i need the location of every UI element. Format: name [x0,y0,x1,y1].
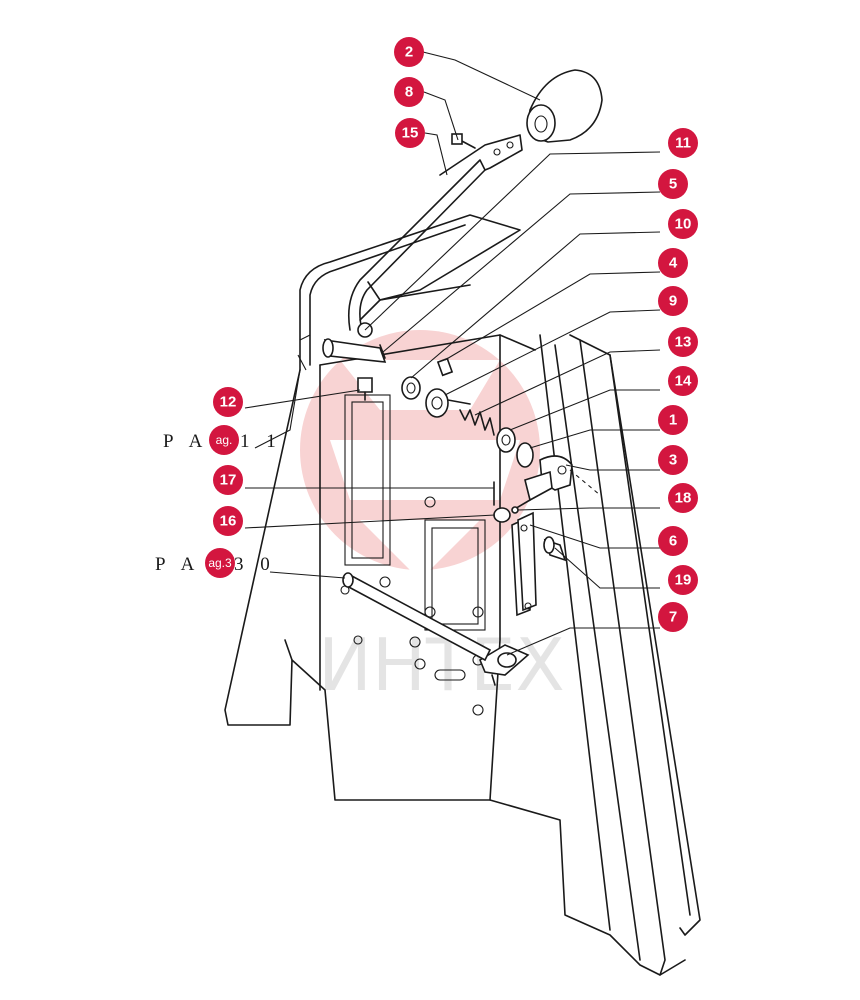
callout-circle [658,169,688,199]
callout-label: 14 [675,373,692,390]
callout-14: 14 [668,366,698,396]
callout-7: 7 [658,602,688,632]
callout-label: 18 [675,490,692,507]
callout-label: 19 [675,572,692,589]
callout-4: 4 [658,248,688,278]
page-ref-1-badge: ag. [216,433,233,447]
page-ref-2-badge: ag.3 [208,556,232,570]
callout-label: 5 [669,176,677,193]
callout-label: 3 [669,452,677,469]
callout-11: 11 [668,128,698,158]
flange [478,644,530,686]
callout-label: 17 [220,472,237,489]
callout-circle [658,445,688,475]
small-parts [493,481,531,523]
callout-label: 7 [669,609,677,626]
callout-3: 3 [658,445,688,475]
page-ref-1: P A ag. 1 1 [163,425,282,455]
page-ref-1-suffix: 1 1 [240,431,282,452]
callout-6: 6 [658,526,688,556]
frame-plate [224,214,701,976]
callout-circle [658,526,688,556]
callout-circle [658,248,688,278]
callout-12: 12 [213,387,243,417]
callout-label: 11 [675,135,691,152]
watermark-logo [300,330,540,580]
callout-9: 9 [658,286,688,316]
lever-bar [347,134,523,331]
callout-circle [668,565,698,595]
callout-label: 4 [669,255,678,272]
callout-label: 8 [405,84,413,101]
callout-circle [213,465,243,495]
callout-circle [668,366,698,396]
page-ref-2-prefix: P A [155,554,200,575]
callout-circle [213,506,243,536]
callout-15: 15 [395,118,425,148]
callout-10: 10 [668,209,698,239]
shaft-components [401,357,601,502]
callout-circle [658,405,688,435]
knob [526,69,603,143]
page-ref-2-suffix: 3 0 [234,554,276,575]
callout-1: 1 [658,405,688,435]
callout-circle [213,387,243,417]
callout-label: 6 [669,533,677,550]
callout-17: 17 [213,465,243,495]
callout-circle [668,209,698,239]
callout-2: 2 [394,37,424,67]
callout-label: 16 [220,513,237,530]
callout-18: 18 [668,483,698,513]
page-ref-1-prefix: P A [163,431,208,452]
rod [342,572,492,662]
callout-label: 1 [669,412,677,429]
callout-8: 8 [394,77,424,107]
callout-circle [668,327,698,357]
callout-label: 9 [669,293,677,310]
callout-label: 10 [675,216,692,233]
shaft [297,322,387,371]
callout-circle [658,602,688,632]
link-bars [511,511,567,617]
bolt [357,377,373,401]
callout-label: 15 [402,125,419,142]
callout-label: 12 [220,394,237,411]
callout-19: 19 [668,565,698,595]
page-ref-2: P A ag.3 3 0 [155,548,276,578]
callout-label: 2 [405,44,413,61]
callout-16: 16 [213,506,243,536]
callout-13: 13 [668,327,698,357]
callout-label: 13 [675,334,692,351]
callout-circle [668,483,698,513]
callout-circle [394,37,424,67]
callout-circle [658,286,688,316]
screw [451,133,476,149]
callout-5: 5 [658,169,688,199]
callout-circle [668,128,698,158]
callout-circle [395,118,425,148]
callout-circle [394,77,424,107]
leader-lines [244,51,661,656]
